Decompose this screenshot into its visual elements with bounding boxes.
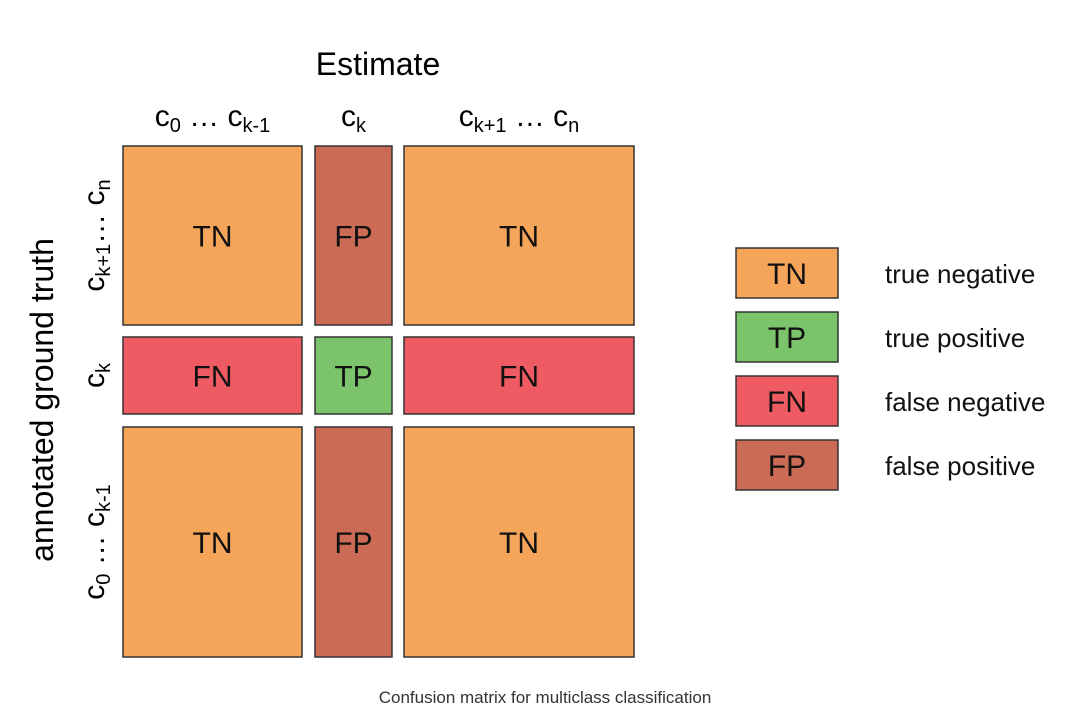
cell-rect [314,426,393,658]
base2: c [78,190,111,205]
subscript: k-1 [243,115,271,137]
cell-label: FP [334,527,372,560]
base2: c [228,100,243,133]
cell-rect [122,336,303,415]
cell-0-1: FP [314,145,393,326]
subscript: n [568,115,579,137]
ellipsis: … [181,100,228,133]
legend-item-fp: FP false positive [735,439,1035,491]
legend-item-fn: FN false negative [735,375,1045,427]
legend-swatch [735,247,839,299]
legend-code: TP [768,322,806,355]
cell-0-2: TN [403,145,635,326]
column-headers: c0​ … ck-1​ ck​ ck+1​ … cn​ [155,100,580,137]
base: c [78,373,111,388]
row-header-1: ck​ [78,362,115,388]
cell-1-2: FN [403,336,635,415]
cell-rect [122,145,303,326]
cell-1-1: TP [314,336,393,415]
legend-label: true negative [885,259,1035,289]
legend-item-tp: TP true positive [735,311,1025,363]
cell-label: TN [193,221,233,254]
cell-rect [314,145,393,326]
cell-label: TN [499,527,539,560]
legend-item-tn: TN true negative [735,247,1035,299]
legend-label: false positive [885,451,1035,481]
cell-rect [403,426,635,658]
subscript: n [93,179,115,190]
matrix-grid: TN FP TN FN TP FN TN FP TN [122,145,635,658]
base2: c [553,100,568,133]
legend-label: false negative [885,387,1045,417]
cell-2-2: TN [403,426,635,658]
legend-swatch [735,375,839,427]
cell-0-0: TN [122,145,303,326]
cell-label: FP [334,221,372,254]
row-header-2: c0​ … ck-1​ [78,484,115,600]
cell-label: FN [499,361,539,394]
subscript: k+1 [474,115,507,137]
legend-code: TN [767,258,807,291]
base: c [341,100,356,133]
legend-code: FP [768,450,806,483]
base: c [78,585,111,600]
estimate-label: Estimate [316,46,440,82]
legend-label: true positive [885,323,1025,353]
ellipsis: … [78,527,111,574]
cell-label: TP [334,361,372,394]
subscript: k [93,362,115,373]
column-header-2: ck+1​ … cn​ [459,100,580,137]
legend-swatch [735,439,839,491]
subscript: k+1 [93,244,115,277]
subscript: k-1 [93,484,115,512]
legend-code: FN [767,386,807,419]
subscript: k [356,115,367,137]
base2: c [78,512,111,527]
cell-rect [314,336,393,415]
subscript: 0 [170,115,181,137]
cell-rect [403,336,635,415]
cell-label: FN [193,361,233,394]
ellipsis: … [78,205,111,243]
figure-caption: Confusion matrix for multiclass classifi… [378,688,712,707]
cell-1-0: FN [122,336,303,415]
cell-rect [403,145,635,326]
cell-label: TN [193,527,233,560]
column-header-0: c0​ … ck-1​ [155,100,271,137]
legend-swatch [735,311,839,363]
row-header-0: ck+1​… cn​ [78,179,115,291]
subscript: 0 [93,574,115,585]
cell-label: TN [499,221,539,254]
base: c [78,277,111,292]
cell-rect [122,426,303,658]
cell-2-1: FP [314,426,393,658]
base: c [459,100,474,133]
base: c [155,100,170,133]
column-header-1: ck​ [341,100,367,137]
cell-2-0: TN [122,426,303,658]
ellipsis: … [507,100,554,133]
row-headers: ck+1​… cn​ ck​ c0​ … ck-1​ [78,179,115,599]
ground-truth-label: annotated ground truth [24,238,60,562]
